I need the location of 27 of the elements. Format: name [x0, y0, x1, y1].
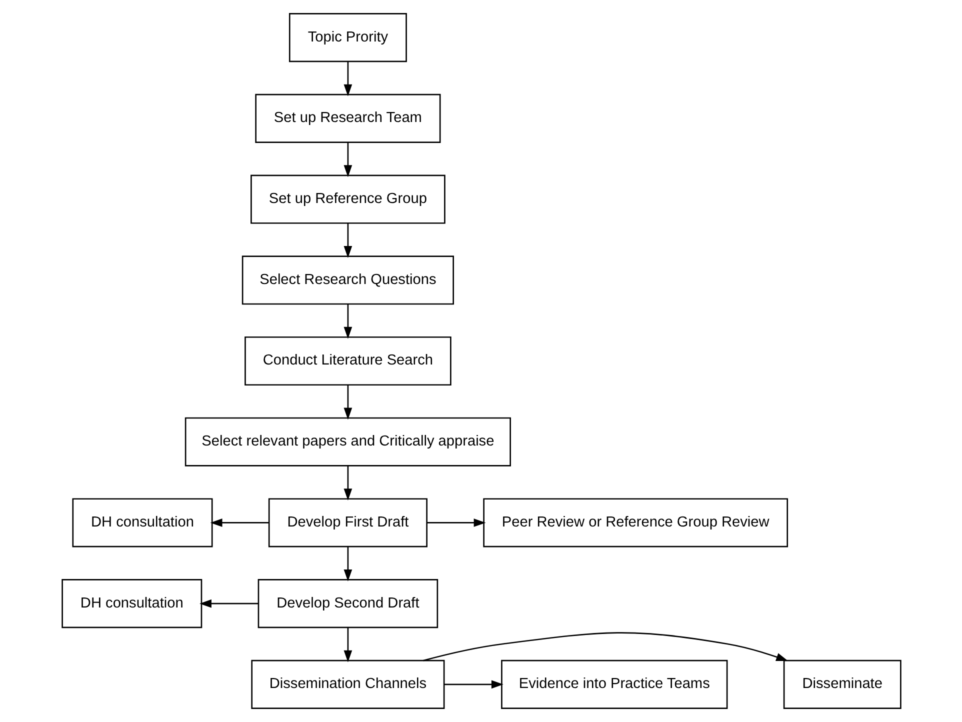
node-box: Set up Research Team	[254, 94, 440, 143]
arrow	[343, 304, 352, 339]
node-box: Peer Review or Reference Group Review	[482, 498, 788, 548]
arrow	[343, 546, 352, 582]
arrow	[343, 466, 352, 501]
node-box: Conduct Literature Search	[244, 336, 451, 386]
node-box: DH consultation	[72, 498, 212, 548]
arrow	[343, 142, 352, 178]
arrow	[343, 62, 352, 96]
node-box: Disseminate	[782, 660, 901, 709]
arrow	[426, 518, 486, 527]
node-box: Set up Reference Group	[250, 174, 445, 224]
node-box: Topic Prority	[288, 13, 406, 62]
node-box: Develop Second Draft	[257, 579, 438, 628]
node-box: Select Research Questions	[241, 256, 454, 305]
arrow	[444, 680, 503, 689]
node-box: Evidence into Practice Teams	[500, 660, 728, 709]
arrow	[422, 632, 788, 662]
arrow	[343, 223, 352, 258]
arrow	[343, 384, 352, 420]
arrow	[199, 599, 258, 608]
node-box: DH consultation	[61, 579, 202, 628]
arrow	[210, 518, 268, 527]
node-box: Select relevant papers and Critically appraise	[184, 417, 510, 466]
node-box: Develop First Draft	[268, 498, 427, 548]
node-box: Dissemination Channels	[250, 660, 444, 709]
arrow	[343, 628, 352, 662]
